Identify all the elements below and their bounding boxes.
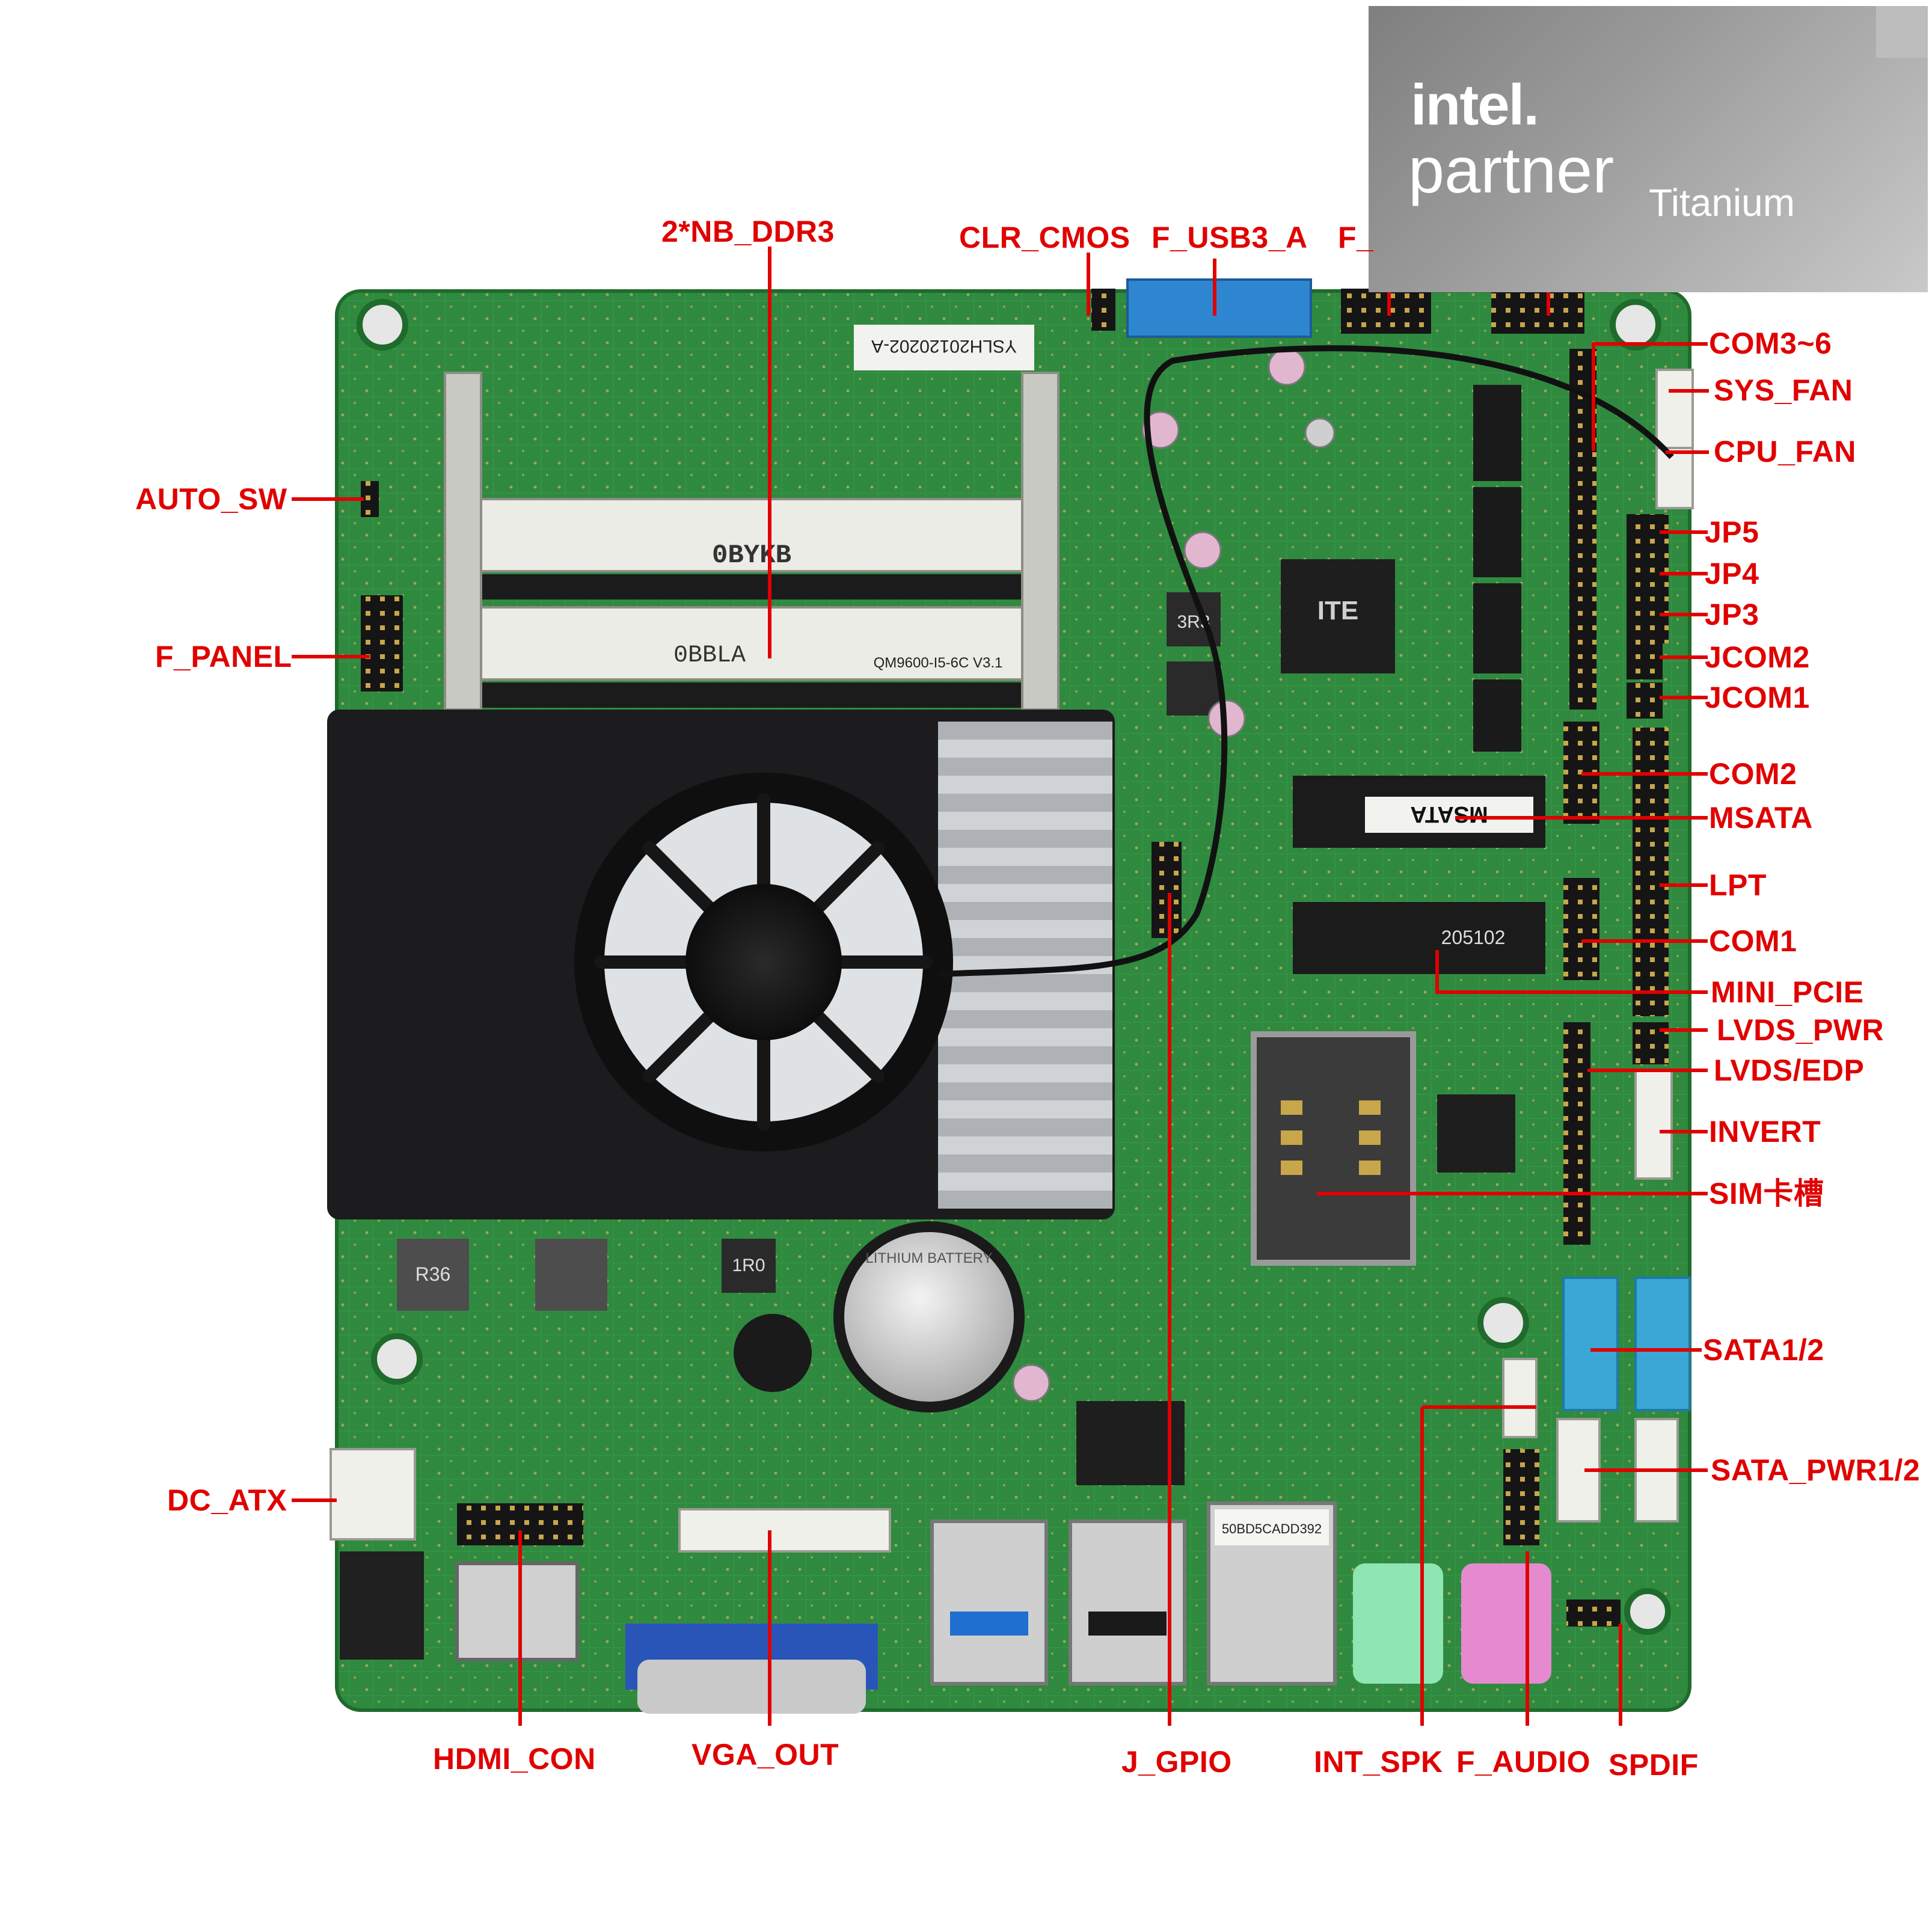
cmos-battery — [833, 1221, 1025, 1412]
intel-logo-text: intel. — [1411, 73, 1539, 137]
svg-text:QM9600-I5-6C V3.1: QM9600-I5-6C V3.1 — [874, 655, 1003, 671]
mounting-hole — [357, 299, 1671, 1635]
memory-chip — [1473, 385, 1521, 481]
label-jcom1: JCOM1 — [1705, 681, 1810, 714]
label-sata12: SATA1/2 — [1703, 1333, 1824, 1367]
svg-text:ITE: ITE — [1317, 596, 1358, 625]
white-connectors — [330, 369, 1694, 1553]
label-jcom2: JCOM2 — [1705, 640, 1810, 674]
usb3-port — [930, 1520, 1048, 1685]
pin-headers — [361, 278, 1669, 1627]
label-hdmi-con: HDMI_CON — [433, 1742, 596, 1776]
audio-jack-pink — [1461, 1563, 1551, 1684]
sim-slot — [1251, 1031, 1416, 1266]
board-id-sticker — [854, 325, 1034, 370]
label-com3-6: COM3~6 — [1709, 327, 1832, 360]
intel-partner-badge: intel. partner Titanium — [1369, 6, 1928, 292]
label-jp3: JP3 — [1705, 598, 1759, 631]
svg-text:R36: R36 — [416, 1263, 451, 1285]
hdmi-port — [455, 1562, 579, 1661]
svg-text:MSATA: MSATA — [1410, 802, 1488, 827]
lvds-chip — [1437, 1094, 1515, 1173]
dc-jack — [340, 1551, 424, 1660]
label-j-gpio: J_GPIO — [1121, 1745, 1232, 1779]
usb-port — [1069, 1520, 1186, 1685]
leader-lines — [292, 247, 1709, 1726]
label-mini-pcie: MINI_PCIE — [1711, 975, 1864, 1009]
badge-corner — [1876, 6, 1928, 58]
label-sata-pwr12: SATA_PWR1/2 — [1711, 1453, 1921, 1487]
svg-text:0BYKB: 0BYKB — [712, 541, 791, 571]
label-lvds-pwr: LVDS_PWR — [1717, 1013, 1884, 1047]
fan-cable — [937, 345, 1674, 977]
cpu-heatsink — [327, 710, 1115, 1219]
super-io-chip — [1281, 559, 1395, 673]
label-cpu-fan: CPU_FAN — [1714, 435, 1856, 468]
label-dc-atx: DC_ATX — [167, 1483, 287, 1517]
mini-pcie-slot — [1293, 902, 1545, 974]
label-f-audio: F_AUDIO — [1456, 1745, 1590, 1779]
svg-text:50BD5CADD392: 50BD5CADD392 — [1222, 1521, 1322, 1536]
label-jp5: JP5 — [1705, 515, 1759, 549]
lan-chip — [1076, 1401, 1185, 1485]
sata-port — [1634, 1277, 1691, 1411]
buzzer — [734, 1314, 812, 1392]
sata-port — [1562, 1277, 1619, 1411]
label-com1: COM1 — [1709, 924, 1797, 958]
label-sim-slot: SIM卡槽 — [1709, 1177, 1824, 1210]
label-invert: INVERT — [1709, 1115, 1821, 1148]
label-auto-sw: AUTO_SW — [135, 482, 287, 516]
label-msata: MSATA — [1709, 801, 1813, 835]
svg-text:1R0: 1R0 — [732, 1256, 765, 1275]
capacitors — [1012, 348, 1336, 1402]
label-lvds-edp: LVDS/EDP — [1714, 1053, 1865, 1087]
tier-text: Titanium — [1649, 181, 1796, 224]
svg-text:LITHIUM BATTERY: LITHIUM BATTERY — [865, 1250, 992, 1266]
label-f-usb3-a: F_USB3_A — [1152, 221, 1308, 254]
label-clr-cmos: CLR_CMOS — [959, 221, 1130, 254]
audio-jack-green — [1353, 1563, 1443, 1684]
dimm-slots: 0BYKB 0BBLA QM9600-I5-6C V3.1 — [444, 372, 1060, 711]
label-nb-ddr3: 2*NB_DDR3 — [661, 215, 835, 248]
label-vga-out: VGA_OUT — [692, 1738, 839, 1771]
label-spdif: SPDIF — [1608, 1748, 1699, 1782]
label-sys-fan: SYS_FAN — [1714, 373, 1853, 407]
label-com2: COM2 — [1709, 757, 1797, 791]
label-jp4: JP4 — [1705, 557, 1759, 590]
label-f-panel: F_PANEL — [155, 640, 292, 673]
label-int-spk: INT_SPK — [1314, 1745, 1443, 1779]
partner-text: partner — [1408, 133, 1615, 206]
svg-text:0BBLA: 0BBLA — [673, 642, 746, 669]
label-lpt: LPT — [1709, 868, 1767, 902]
svg-text:205102: 205102 — [1441, 927, 1506, 948]
board-id-text: YSLH20120202-A — [871, 336, 1017, 356]
label-f-partial: F_ — [1338, 221, 1374, 254]
